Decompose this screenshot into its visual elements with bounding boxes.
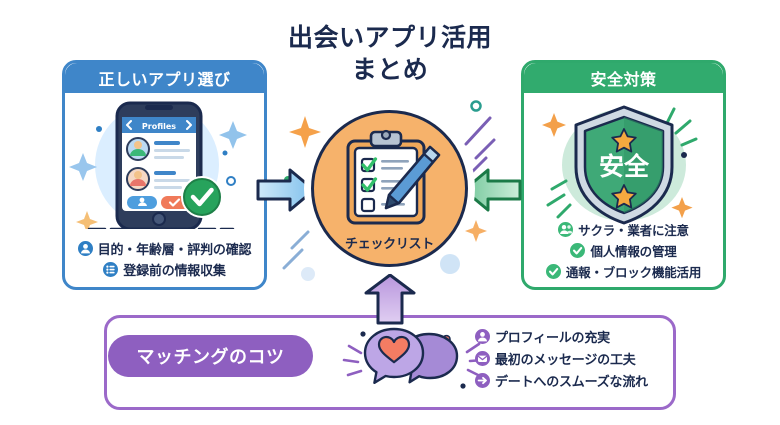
right-card-header: 安全対策 [524,63,723,93]
arrow-left-to-hub [256,168,316,212]
arrow-right-icon [475,373,490,388]
page-title: 出会いアプリ活用 まとめ [255,22,525,86]
list-item: 個人情報の管理 [530,241,717,260]
list-item: プロフィールの充実 [475,327,648,346]
clipboard-checklist-icon [342,129,442,235]
bottom-card-bullets: プロフィールの充実 最初のメッセージの工夫 デートへのスムーズな流れ [475,324,648,393]
arrow-right-to-hub [462,168,522,212]
check-icon [570,243,586,258]
list-item: 目的・年齢層・評判の確認 [71,239,258,258]
matching-tips-pill[interactable]: マッチングのコツ [108,335,313,377]
left-card-bullets: 目的・年齢層・評判の確認 登録前の情報収集 [65,237,264,281]
list-item-label: デートへのスムーズな流れ [495,375,648,390]
list-item-label: 目的・年齢層・評判の確認 [97,243,252,258]
envelope-icon [475,351,490,366]
phone-body: Profiles [115,101,203,229]
svg-text:安全: 安全 [599,152,650,181]
card-safety-measures[interactable]: 安全対策 [521,60,726,290]
check-circle-icon [181,176,223,218]
list-item: デートへのスムーズな流れ [475,371,648,390]
list-item-label: サクラ・業者に注意 [578,223,689,238]
hub-checklist[interactable]: チェックリスト [311,110,468,267]
chat-bubbles-heart-illustration [339,320,489,406]
card-app-selection[interactable]: 正しいアプリ選び Profiles [62,60,267,290]
pen-icon [384,145,441,210]
people-icon [558,222,574,237]
list-icon [103,262,119,277]
list-item-label: 個人情報の管理 [590,244,677,259]
list-item: サクラ・業者に注意 [530,220,717,239]
arrow-bottom-to-hub [364,273,416,325]
list-item: 通報・ブロック機能活用 [530,262,717,281]
svg-text:Profiles: Profiles [142,122,176,131]
person-icon [77,241,93,256]
list-item-label: 登録前の情報収集 [123,264,226,279]
shield-icon: 安全 [574,105,674,225]
list-item: 登録前の情報収集 [71,260,258,279]
check-icon [545,264,561,279]
title-line-2: まとめ [351,55,429,84]
smartphone-profiles-illustration: Profiles [65,93,264,229]
right-card-bullets: サクラ・業者に注意 個人情報の管理 通報・ブロック機能活用 [524,218,723,283]
list-item-label: 最初のメッセージの工夫 [495,353,636,368]
list-item-label: 通報・ブロック機能活用 [565,265,702,280]
security-shield-illustration: 安全 [524,93,723,229]
person-icon [475,329,490,344]
card-matching-tips[interactable]: プロフィールの充実 最初のメッセージの工夫 デートへのスムーズな流れ [104,315,676,410]
list-item: 最初のメッセージの工夫 [475,349,648,368]
left-card-header: 正しいアプリ選び [65,63,264,93]
title-line-1: 出会いアプリ活用 [287,23,492,52]
list-item-label: プロフィールの充実 [495,331,610,346]
hub-label: チェックリスト [345,237,434,252]
